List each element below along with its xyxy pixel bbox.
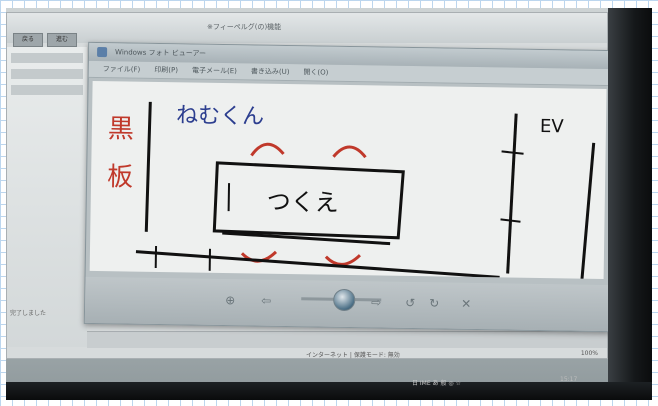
wall-tick <box>502 151 524 153</box>
background-titlebar: ※フィーペルグ(の)機能 戻る 進む <box>7 13 607 43</box>
kana-top-label: ねむくん <box>176 103 264 129</box>
photo-viewer-window: Windows フォト ビューアー ファイル(F) 印刷(P) 電子メール(E)… <box>84 42 614 332</box>
forward-button[interactable]: 進む <box>47 33 77 47</box>
blackboard-line <box>146 102 150 232</box>
menu-open[interactable]: 開く(O) <box>303 67 328 77</box>
background-sidebar <box>7 47 87 347</box>
background-statusbar <box>87 331 607 348</box>
zoom-level[interactable]: 100% <box>581 350 598 357</box>
chair-arc <box>251 144 283 156</box>
menu-print[interactable]: 印刷(P) <box>154 65 178 75</box>
monitor-photo: ※フィーペルグ(の)機能 戻る 進む 完了しました インターネット | 保護モー… <box>6 8 652 400</box>
classroom-drawing: 黒 板 ねむくん つくえ EV <box>90 81 607 279</box>
slideshow-button[interactable] <box>333 289 355 311</box>
menu-file[interactable]: ファイル(F) <box>103 64 141 75</box>
internet-zone-text: インターネット | 保護モード: 無効 <box>306 350 400 359</box>
delete-icon[interactable]: ✕ <box>461 297 471 311</box>
wall-line <box>508 114 517 274</box>
right-label: EV <box>540 116 565 137</box>
desk-label: つくえ <box>267 188 339 217</box>
board-label-2: 板 <box>107 162 133 192</box>
chair-arc <box>333 147 365 158</box>
rotate-ccw-icon[interactable]: ↺ <box>405 296 415 310</box>
image-canvas: 黒 板 ねむくん つくえ EV <box>90 81 607 279</box>
photo-viewer-icon <box>97 47 107 57</box>
left-status-note: 完了しました <box>10 308 46 317</box>
floor-line <box>136 252 500 278</box>
wall-tick <box>500 219 520 221</box>
background-title: ※フィーペルグ(の)機能 <box>207 22 281 32</box>
back-button[interactable]: 戻る <box>13 33 43 47</box>
rotate-cw-icon[interactable]: ↻ <box>429 296 439 310</box>
menu-email[interactable]: 電子メール(E) <box>192 66 237 77</box>
taskbar-clock[interactable]: 15:17 <box>560 376 577 383</box>
next-arrow-icon[interactable]: ⇨ <box>371 295 381 309</box>
system-tray[interactable]: 日 IME あ 般 ◎ ☆ <box>412 378 461 387</box>
sidebar-item[interactable] <box>11 85 83 95</box>
board-label-1: 黒 <box>108 114 134 144</box>
chair-arc <box>326 255 360 265</box>
monitor-bezel-bottom <box>6 382 652 400</box>
menu-burn[interactable]: 書き込み(U) <box>251 66 290 77</box>
elevator-line <box>581 143 593 279</box>
sidebar-item[interactable] <box>11 53 83 63</box>
prev-arrow-icon[interactable]: ⇦ <box>261 294 271 308</box>
zoom-button[interactable]: ⊕ <box>225 293 235 307</box>
viewer-title: Windows フォト ビューアー <box>115 47 206 58</box>
sidebar-item[interactable] <box>11 69 83 79</box>
viewer-toolbar: ⊕ ⇦ ⇨ ↺ ↻ ✕ <box>85 277 610 331</box>
monitor-bezel-right <box>608 8 652 400</box>
